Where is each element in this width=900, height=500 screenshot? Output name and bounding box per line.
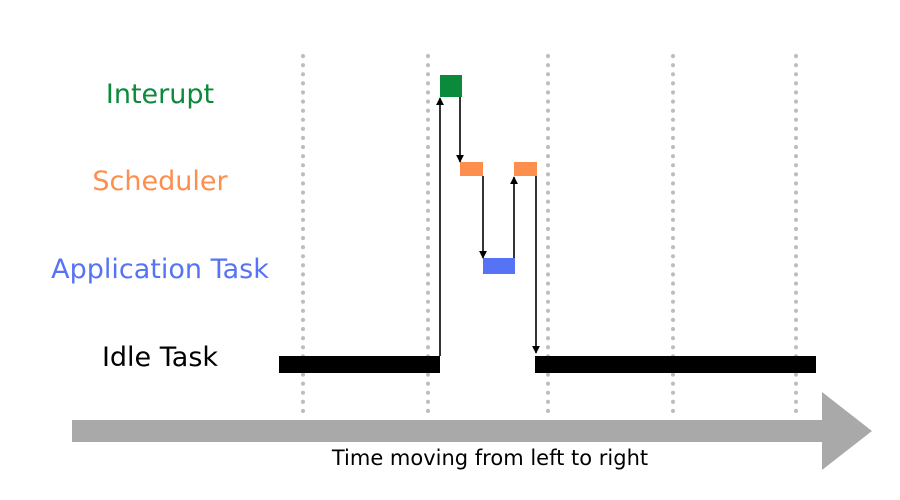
- label-scheduler: Scheduler: [92, 166, 228, 197]
- transition-arrows: [436, 97, 540, 356]
- label-idle-task: Idle Task: [102, 342, 218, 373]
- scheduler-block-2: [514, 162, 537, 176]
- scheduler-block-1: [460, 162, 483, 176]
- label-interrupt: Interupt: [106, 79, 214, 110]
- application-task-block: [483, 258, 515, 274]
- label-application-task: Application Task: [51, 254, 269, 285]
- time-caption: Time moving from left to right: [331, 446, 648, 470]
- interrupt-block: [440, 75, 462, 97]
- idle-task-bar-1: [279, 356, 440, 373]
- idle-task-bar-2: [535, 356, 816, 373]
- time-arrow: [72, 392, 872, 470]
